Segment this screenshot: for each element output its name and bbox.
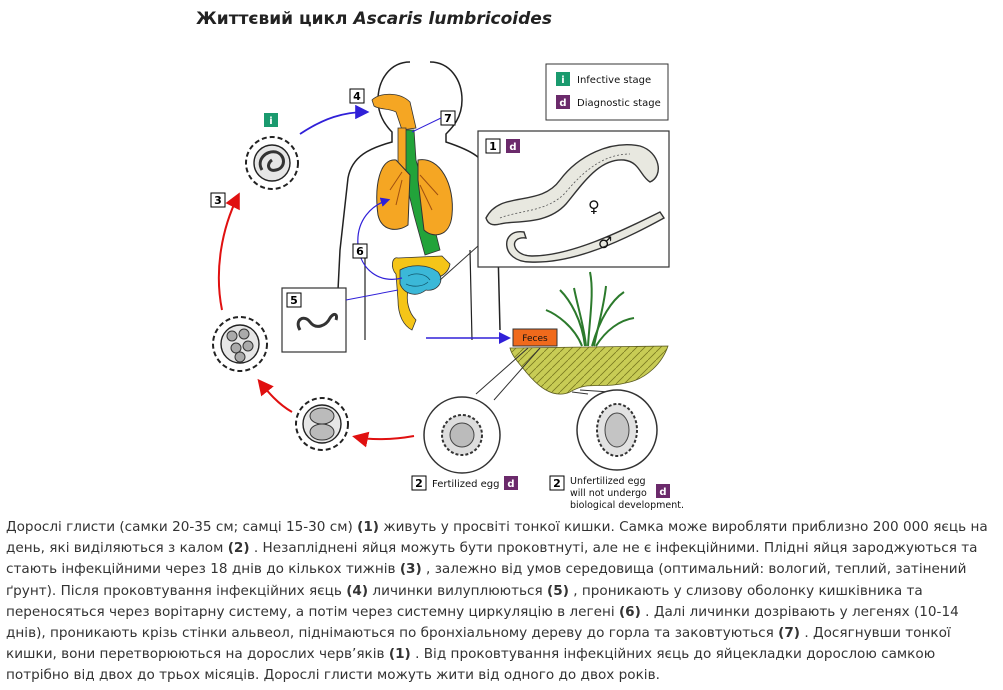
unfertilized-diagnostic-tag: d: [659, 487, 666, 498]
description-paragraph: Дорослі глисти (самки 20-35 см; самці 15…: [6, 517, 998, 687]
stage-7-label: 7: [444, 112, 452, 125]
hatched-larva-panel: 5: [281, 287, 399, 353]
fertilized-egg-panel: 2 Fertilized egg d: [411, 396, 518, 491]
female-symbol: ♀: [588, 197, 600, 216]
title-prefix: Життєвий цикл: [196, 9, 348, 29]
egg-embryonated: [245, 136, 299, 190]
feces-label: Feces: [522, 334, 548, 344]
left-lung: [376, 159, 411, 230]
caption-ref: (1): [388, 646, 411, 663]
legend: i Infective stage d Diagnostic stage: [545, 63, 669, 121]
small-intestine: [399, 265, 442, 295]
caption-ref: (4): [346, 582, 369, 599]
caption-ref: (7): [778, 625, 801, 642]
stage-3-label: 3: [214, 194, 222, 207]
legend-diagnostic-tag: d: [559, 98, 566, 109]
caption-ref: (1): [357, 519, 380, 535]
caption-text: . Далі личинки дозрівають у легенях (10-…: [6, 603, 959, 642]
title-species: Ascaris lumbricoides: [353, 9, 552, 29]
caption-ref: (3): [399, 561, 422, 578]
soil: [509, 345, 669, 395]
larva: [296, 312, 338, 331]
page-title: Життєвий цикл Ascaris lumbricoides: [196, 9, 552, 29]
caption-text: . Незапліднені яйця можуть бути проковтн…: [6, 540, 978, 578]
infective-tag-box: [556, 72, 570, 86]
caption-ref: (6): [618, 603, 641, 620]
life-cycle-diagram: i Infective stage d Diagnostic stage 4 7…: [210, 61, 684, 511]
unfertilized-label-3: biological development.: [570, 500, 684, 511]
legend-infective-label: Infective stage: [577, 75, 651, 86]
caption-text: , проникають у слизову оболонку кишківни…: [6, 582, 923, 620]
ingestion-arrow: [299, 104, 370, 135]
egg-morula: [212, 316, 268, 372]
caption-text: Дорослі глисти (самки 20-35 см; самці 15…: [6, 519, 358, 535]
stage-1-label: 1: [489, 140, 497, 153]
stage-4-label: 4: [353, 90, 361, 103]
stage-2a-label: 2: [415, 477, 423, 490]
egg-two-cell: [295, 397, 349, 451]
red-arrow-to-morula: [257, 378, 293, 413]
adult-worms-panel: 1 d ♀ ♂: [439, 130, 670, 281]
nasal-oral-cavity: [371, 93, 417, 131]
legend-infective-tag: i: [561, 75, 564, 86]
fertilized-diagnostic-tag: d: [507, 479, 514, 490]
stage-1-diagnostic-text: d: [509, 142, 516, 153]
male-worm: [506, 211, 666, 263]
caption-text: живуть у просвіті тонкої кишки. Самка мо…: [6, 519, 988, 557]
unfertilized-egg-panel: 2 Unfertilized egg will not undergo biol…: [549, 389, 684, 511]
stage-6-label: 6: [356, 245, 364, 258]
caption-text: личинки вилуплюються: [368, 582, 548, 599]
unfertilized-label-1: Unfertilized egg: [570, 476, 646, 487]
caption-ref: (5): [547, 582, 569, 599]
infective-stage-tag: i: [269, 116, 272, 127]
stage-1-diagnostic-tag: [506, 139, 520, 153]
unfertilized-label-2: will not undergo: [570, 488, 647, 499]
legend-diagnostic-label: Diagnostic stage: [577, 98, 661, 109]
fertilized-egg-label: Fertilized egg: [432, 479, 500, 490]
caption-text: . Досягнувши тонкої кишки, вони перетвор…: [6, 625, 951, 663]
red-arrow-to-two-cell: [352, 431, 415, 448]
stage-2b-label: 2: [553, 477, 561, 490]
caption-text: , залежно від умов середовища (оптимальн…: [6, 561, 967, 599]
male-symbol: ♂: [598, 233, 612, 252]
diagnostic-tag-box: [556, 95, 570, 109]
grass: [545, 271, 635, 347]
right-lung: [417, 159, 453, 236]
red-arrow-to-embryonated: [217, 192, 240, 311]
caption-text: . Від проковтування інфекційних яєць до …: [6, 646, 936, 684]
stage-5-label: 5: [290, 294, 298, 307]
caption-ref: (2): [227, 540, 250, 557]
